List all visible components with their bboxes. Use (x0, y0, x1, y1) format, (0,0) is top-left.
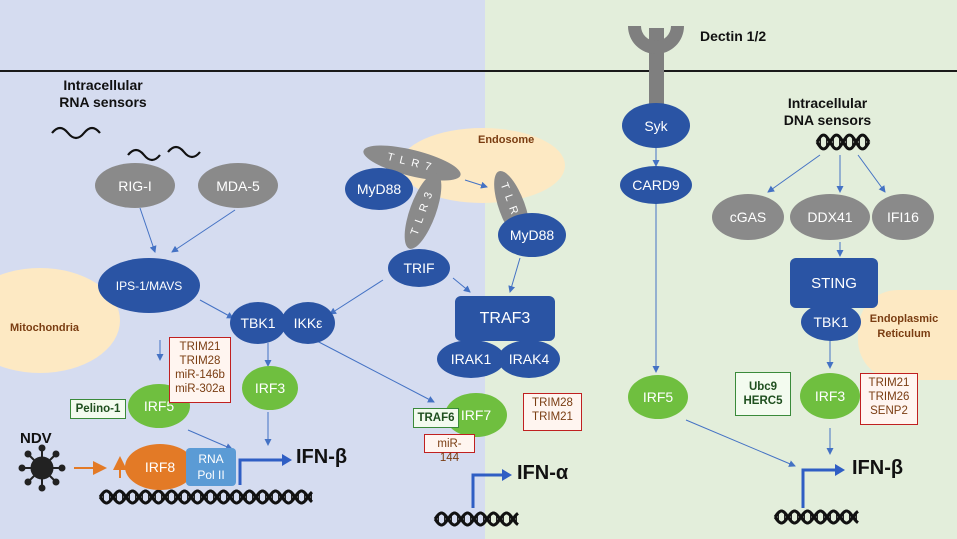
ifi16-node: IFI16 (872, 194, 934, 240)
trif-node: TRIF (388, 249, 450, 287)
ifn-beta-left: IFN-β (296, 446, 348, 468)
irf5-right-node: IRF5 (628, 375, 688, 419)
regulator-item: Ubc9 (748, 381, 778, 393)
dectin-label: Dectin 1/2 (700, 28, 767, 44)
right-negative-regulators: TRIM21 TRIM26 SENP2 (860, 373, 918, 425)
card9-node: CARD9 (620, 166, 692, 204)
ddx41-node: DDX41 (790, 194, 870, 240)
myd88-top-node: MyD88 (345, 168, 413, 210)
rig-i-node: RIG-I (95, 163, 175, 208)
dna-sensor (815, 133, 871, 151)
cgas-node: cGAS (712, 194, 784, 240)
myd88-right-node: MyD88 (498, 213, 566, 257)
rna-pol-ii-box: RNA Pol II (186, 448, 236, 486)
dna-left (98, 489, 314, 505)
plasma-membrane (0, 70, 957, 72)
sting-node: STING (790, 258, 878, 308)
regulator-item: TRIM28 (532, 397, 573, 409)
regulator-item: miR-302a (175, 383, 225, 395)
regulator-item: SENP2 (870, 405, 908, 417)
mitochondria-label: Mitochondria (10, 322, 80, 334)
left-negative-regulators: TRIM21 TRIM28 miR-146b miR-302a (169, 337, 231, 403)
ndv-label: NDV (20, 430, 52, 447)
pelino-1-box: Pelino-1 (70, 399, 126, 419)
irf3-right-node: IRF3 (800, 373, 860, 419)
irak4-node: IRAK4 (498, 340, 560, 378)
rna-pol-ii-label: RNA Pol II (197, 452, 225, 482)
ips1-mavs-node: IPS-1/MAVS (98, 258, 200, 313)
er-label: Endoplasmic Reticulum (869, 313, 939, 340)
right-panel-background (485, 0, 957, 539)
dna-right (773, 509, 859, 525)
traf3-node: TRAF3 (455, 296, 555, 341)
ifn-alpha: IFN-α (517, 462, 569, 484)
dna-sensors-label: Intracellular DNA sensors (783, 95, 872, 128)
ubc9-herc5-box: Ubc9 HERC5 (735, 372, 791, 416)
syk-node: Syk (622, 103, 690, 148)
regulator-item: HERC5 (743, 395, 783, 407)
regulator-item: miR-146b (175, 369, 225, 381)
dna-middle (433, 511, 519, 527)
traf6-box: TRAF6 (413, 408, 459, 428)
mir-144-box: miR-144 (424, 434, 475, 464)
endosome-label: Endosome (478, 134, 535, 146)
regulator-item: TRIM21 (868, 377, 910, 389)
ikke-node: IKKε (281, 302, 335, 344)
irf3-left-node: IRF3 (242, 366, 298, 410)
ifn-beta-right: IFN-β (852, 457, 904, 479)
tbk1-left-node: TBK1 (230, 302, 286, 344)
mid-negative-regulators: TRIM28 TRIM21 (523, 393, 582, 431)
regulator-item: TRIM28 (179, 355, 221, 367)
mda5-node: MDA-5 (198, 163, 278, 208)
regulator-item: TRIM26 (868, 391, 910, 403)
irak1-node: IRAK1 (437, 340, 505, 378)
irf8-node: IRF8 (125, 444, 195, 490)
regulator-item: TRIM21 (532, 411, 573, 423)
regulator-item: TRIM21 (179, 341, 221, 353)
tbk1-right-node: TBK1 (801, 303, 861, 341)
rna-sensors-label: Intracellular RNA sensors (59, 77, 147, 110)
